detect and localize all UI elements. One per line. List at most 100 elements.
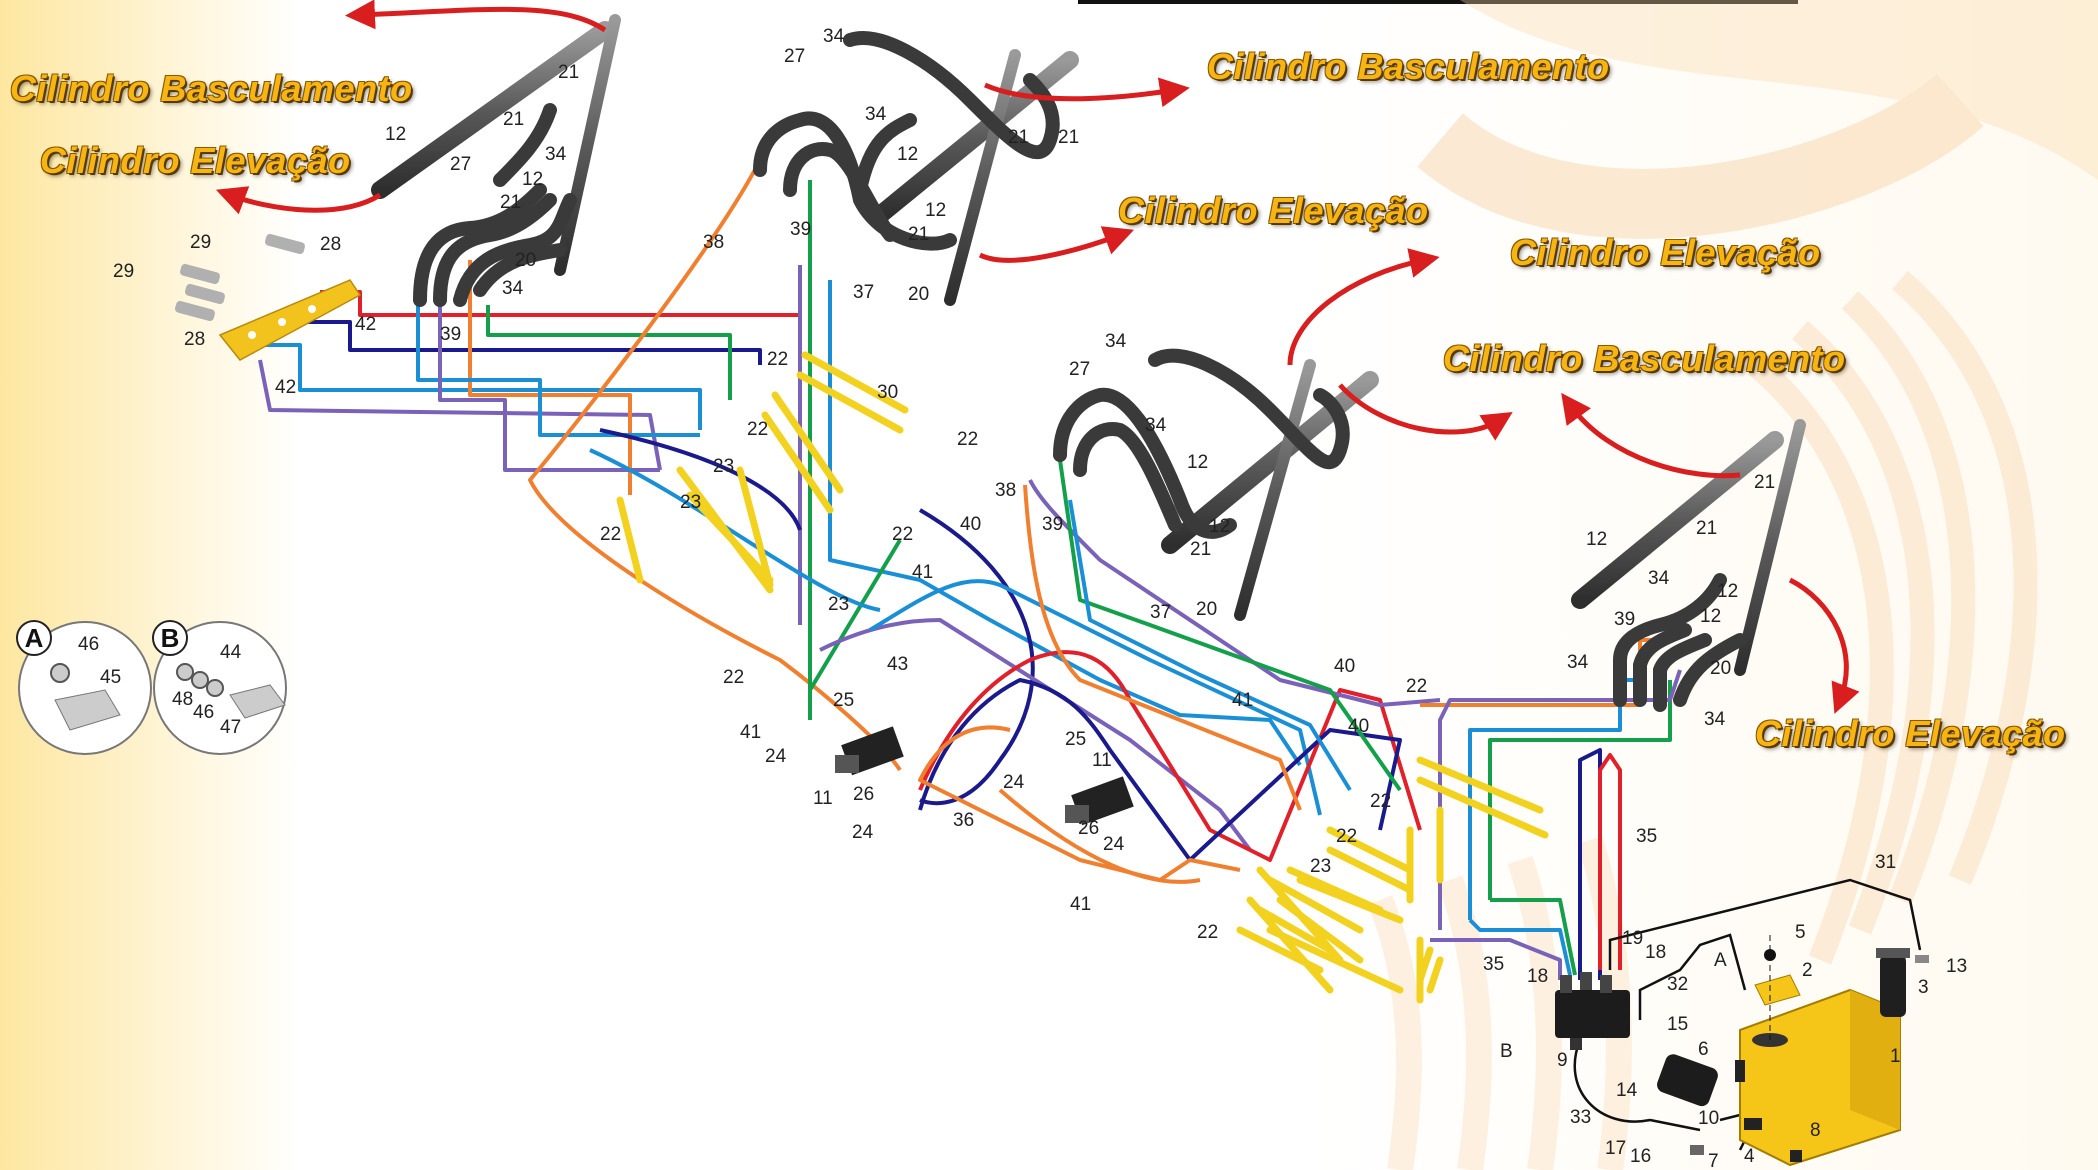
part-label: 2 xyxy=(1802,960,1813,981)
part-label: 29 xyxy=(190,232,211,253)
part-label: 39 xyxy=(1042,514,1063,535)
part-label: 22 xyxy=(747,419,768,440)
part-label: 28 xyxy=(320,234,341,255)
part-label: 39 xyxy=(790,219,811,240)
hose-purple-long xyxy=(1028,479,1441,707)
inset-b-letter: B xyxy=(161,623,180,653)
part-label: 8 xyxy=(1810,1120,1821,1141)
part-label: 12 xyxy=(522,169,543,190)
part-label: 39 xyxy=(1614,609,1635,630)
part-label: 24 xyxy=(852,822,874,843)
hose-purple-right xyxy=(1438,669,1682,930)
callout-cilindro-elevacao-2: Cilindro Elevação xyxy=(1118,190,1429,231)
inset-a-letter: A xyxy=(25,623,44,653)
part-label: 22 xyxy=(957,429,978,450)
part-label: 24 xyxy=(765,746,787,767)
part-label: 12 xyxy=(1187,452,1208,473)
part-label: 11 xyxy=(813,788,833,809)
part-label: 41 xyxy=(740,722,761,743)
fitting-plate xyxy=(175,233,362,361)
hose-green-main xyxy=(486,305,732,400)
callout-cilindro-basculamento-1: Cilindro Basculamento xyxy=(10,68,413,109)
inset-a: A xyxy=(16,620,152,755)
part-label: 21 xyxy=(1696,518,1717,539)
part-label: 42 xyxy=(355,314,376,335)
hose-blue-39a xyxy=(828,280,1302,767)
part-label: 42 xyxy=(275,377,296,398)
part-label: 22 xyxy=(1336,826,1357,847)
part-label: 21 xyxy=(1008,127,1029,148)
part-label: 20 xyxy=(515,250,536,271)
part-label: 30 xyxy=(877,382,898,403)
hose-blue-dark-40 xyxy=(918,508,1035,806)
part-label: 22 xyxy=(1406,676,1427,697)
part-label: 16 xyxy=(1630,1146,1651,1167)
part-label: 20 xyxy=(1196,599,1217,620)
part-label: 39 xyxy=(440,324,461,345)
part-label: 27 xyxy=(450,154,471,175)
cap-2 xyxy=(1754,935,1801,1040)
hose-blue-light-upper xyxy=(589,448,881,612)
valve-block-9 xyxy=(1555,972,1630,1050)
part-label: 31 xyxy=(1875,852,1896,873)
tank-1 xyxy=(1735,988,1901,1167)
small-parts xyxy=(1690,955,1929,1162)
part-label: 44 xyxy=(220,642,242,663)
background-swoosh xyxy=(1367,0,2098,1170)
part-label: 22 xyxy=(892,524,913,545)
callout-cilindro-elevacao-4: Cilindro Elevação xyxy=(1755,713,2066,754)
part-label: 21 xyxy=(503,109,524,130)
part-label: 27 xyxy=(1069,359,1090,380)
pump-15 xyxy=(1657,1054,1718,1107)
top-rule xyxy=(1078,0,1798,4)
callout-cilindro-basculamento-3: Cilindro Basculamento xyxy=(1443,338,1846,379)
part-label: 34 xyxy=(865,104,887,125)
part-label: 23 xyxy=(1310,856,1331,877)
part-label: 23 xyxy=(828,594,849,615)
part-label: 18 xyxy=(1527,966,1548,987)
part-label: 25 xyxy=(1065,729,1086,750)
part-labels: 12 21 21 34 27 21 12 29 28 29 28 20 34 3… xyxy=(78,26,1967,1170)
part-label: 34 xyxy=(1145,415,1167,436)
part-label: 24 xyxy=(1003,772,1025,793)
part-label: 12 xyxy=(1586,529,1607,550)
hose-orange-38b xyxy=(1023,484,1302,811)
hose-blue-43 xyxy=(868,579,1322,816)
hose-green-right xyxy=(1488,680,1672,900)
black-hoses xyxy=(413,31,1747,712)
part-label: 34 xyxy=(1567,652,1589,673)
part-label: 10 xyxy=(1698,1108,1719,1129)
part-label: 34 xyxy=(545,144,567,165)
part-label: 24 xyxy=(1103,834,1125,855)
part-label: 38 xyxy=(703,232,724,253)
part-label: 11 xyxy=(1092,750,1112,771)
part-label: 12 xyxy=(1209,516,1230,537)
part-label: 4 xyxy=(1744,1146,1755,1167)
part-label: 38 xyxy=(995,480,1016,501)
part-label: 40 xyxy=(1334,656,1355,677)
cylinders xyxy=(371,14,1806,676)
part-label: 7 xyxy=(1708,1151,1719,1170)
part-label: 37 xyxy=(1150,602,1171,623)
part-label: 37 xyxy=(853,282,874,303)
part-label: 47 xyxy=(220,717,241,738)
part-label: 1 xyxy=(1890,1046,1901,1067)
inset-b: B xyxy=(152,620,287,755)
part-label: 22 xyxy=(723,667,744,688)
part-label: 36 xyxy=(953,810,974,831)
part-label: 34 xyxy=(502,278,524,299)
hose-blue-dark-upper xyxy=(599,428,802,531)
callout-cilindro-elevacao-1: Cilindro Elevação xyxy=(40,140,351,181)
part-label: 22 xyxy=(767,349,788,370)
part-label: 25 xyxy=(833,690,854,711)
hose-red-right xyxy=(1598,753,1622,970)
hose-orange-main xyxy=(468,260,632,495)
hose-blue-dark-main xyxy=(255,320,762,365)
part-label: 26 xyxy=(1078,818,1099,839)
part-label: 22 xyxy=(1197,922,1218,943)
valve-11a xyxy=(835,726,904,776)
hose-green-35 xyxy=(1490,898,1577,976)
part-label: 19 xyxy=(1622,928,1643,949)
callout-cilindro-elevacao-3: Cilindro Elevação xyxy=(1510,232,1821,273)
